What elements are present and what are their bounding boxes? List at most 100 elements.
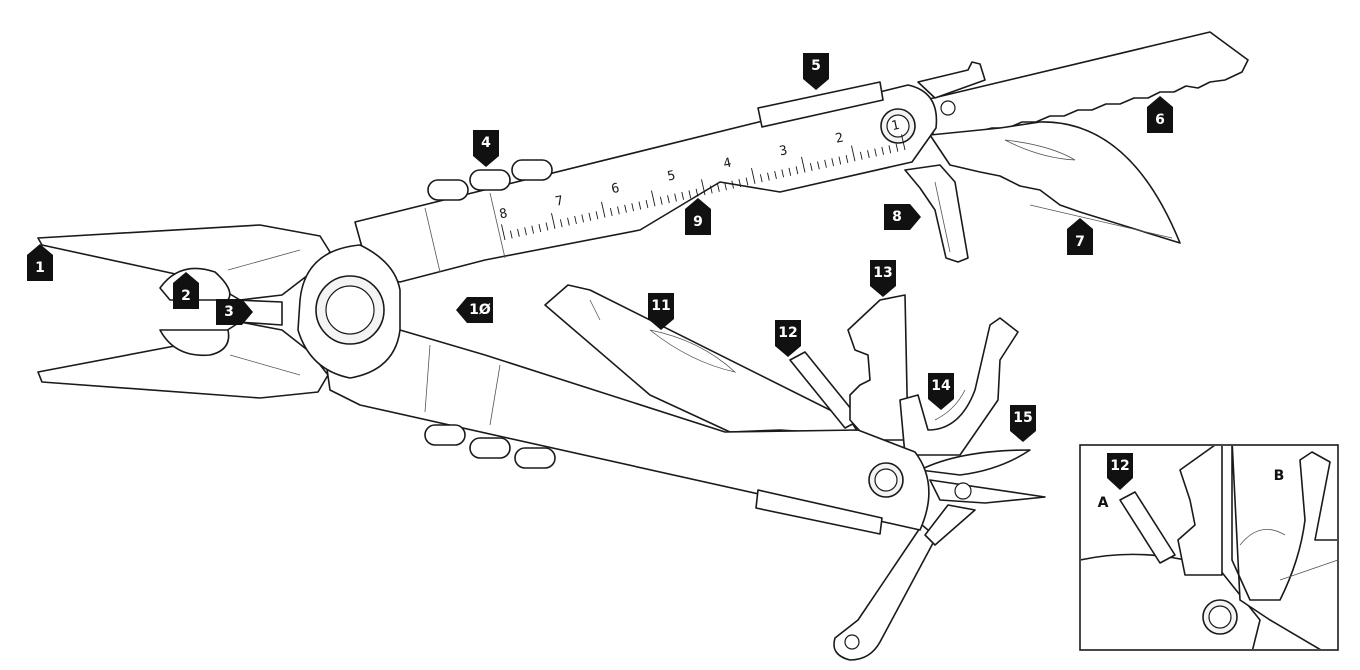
ruler-tick <box>874 148 877 157</box>
callout-11: 11 <box>648 293 674 330</box>
ruler-tick <box>574 216 577 225</box>
lanyard-ring <box>833 504 976 661</box>
callout-11-text: 11 <box>651 298 670 314</box>
ruler-tick <box>501 224 506 241</box>
ruler-tick <box>838 156 842 165</box>
callout-2: 2 <box>173 272 199 309</box>
ruler-tick <box>824 159 827 168</box>
inset-callout-12-text: 12 <box>1110 458 1129 474</box>
plier-jaws <box>37 224 331 399</box>
ruler-tick <box>788 167 792 176</box>
ruler-tick <box>801 156 806 173</box>
ruler-tick <box>895 143 899 152</box>
callout-8-marker <box>884 204 921 230</box>
callout-1-marker <box>27 244 53 281</box>
ruler-tick <box>651 190 656 207</box>
callout-14-marker <box>928 373 954 410</box>
ruler-tick <box>531 225 535 234</box>
bottle-opener-14 <box>899 317 1019 456</box>
callout-4-text: 4 <box>481 135 491 151</box>
ruler-label: 7 <box>554 193 565 209</box>
ruler-tick <box>538 224 542 233</box>
callout-2-marker <box>173 272 199 309</box>
ruler-tick <box>724 182 727 191</box>
ruler-tick <box>888 145 892 154</box>
ruler-tick <box>681 191 685 200</box>
ruler-label: 3 <box>778 143 789 159</box>
ruler-tick <box>867 150 870 159</box>
inset-label-a: A <box>1098 495 1109 511</box>
callout-13-marker <box>870 260 896 297</box>
ruler-tick <box>517 228 520 237</box>
callout-13-text: 13 <box>873 265 892 281</box>
ruler-tick <box>751 168 756 184</box>
ruler-tick <box>559 219 563 228</box>
ruler-tick <box>851 145 856 162</box>
serrated-saw-blade <box>917 31 1249 143</box>
ruler-tick <box>581 214 585 223</box>
callout-13: 13 <box>870 260 896 297</box>
ruler-label: 5 <box>666 168 677 184</box>
ruler-tick <box>567 217 570 226</box>
ruler-tick <box>881 146 885 155</box>
ruler-tick <box>645 199 649 208</box>
callout-11-marker <box>648 293 674 330</box>
ruler-tick <box>601 201 606 218</box>
main-pivot <box>297 244 401 379</box>
callout-15-marker <box>1010 405 1036 442</box>
ruler-tick <box>551 213 556 229</box>
ruler-tick <box>717 183 720 192</box>
callout-5-marker <box>803 53 829 90</box>
ruler-label: 2 <box>834 130 845 146</box>
callout-3-marker <box>216 299 253 325</box>
ruler-label: 1 <box>890 118 901 134</box>
callout-9-marker <box>685 198 711 235</box>
ruler-tick <box>617 206 620 215</box>
ruler-tick <box>795 166 799 175</box>
callout-4-marker <box>473 130 499 167</box>
ruler-tick <box>767 172 770 181</box>
callout-3: 3 <box>216 299 253 325</box>
callout-8-text: 8 <box>892 209 902 225</box>
detail-inset: A B 12 <box>1079 444 1339 651</box>
top-handle <box>354 81 938 283</box>
ruler-tick <box>674 193 677 202</box>
ruler-tick <box>709 185 713 194</box>
ruler-tick <box>595 211 599 220</box>
bottom-handle <box>319 319 930 535</box>
ruler-tick <box>817 161 820 170</box>
ruler-tick <box>509 230 513 239</box>
callout-2-text: 2 <box>181 288 191 304</box>
ruler-tick <box>545 222 549 231</box>
callout-15: 15 <box>1010 405 1036 442</box>
can-opener-13 <box>847 294 909 441</box>
callout-14: 14 <box>928 373 954 410</box>
inset-callout-12: 12 <box>1107 453 1133 490</box>
callout-7: 7 <box>1067 218 1093 255</box>
callout-5: 5 <box>803 53 829 90</box>
ruler-tick <box>809 162 813 171</box>
callout-6: 6 <box>1147 96 1173 133</box>
ruler-tick <box>901 134 906 151</box>
callout-9: 9 <box>685 198 711 235</box>
ruler-tick <box>631 203 635 212</box>
ruler-tick <box>667 195 670 204</box>
callout-6-marker <box>1147 96 1173 133</box>
knife-blade <box>929 121 1181 244</box>
ruler-tick <box>609 207 613 216</box>
callout-4: 4 <box>473 130 499 167</box>
callout-10: 1Ø <box>456 297 493 323</box>
callout-9-text: 9 <box>693 214 703 230</box>
callout-10-text: 1Ø <box>469 302 491 318</box>
ruler-tick <box>731 180 735 189</box>
ruler-label: 8 <box>498 206 509 222</box>
scissors-15 <box>919 449 1046 504</box>
callout-6-text: 6 <box>1155 112 1165 128</box>
inset-label-b: B <box>1274 468 1285 484</box>
ruler-tick <box>845 154 849 163</box>
ruler-tick <box>524 227 527 236</box>
ruler-tick <box>701 179 706 196</box>
